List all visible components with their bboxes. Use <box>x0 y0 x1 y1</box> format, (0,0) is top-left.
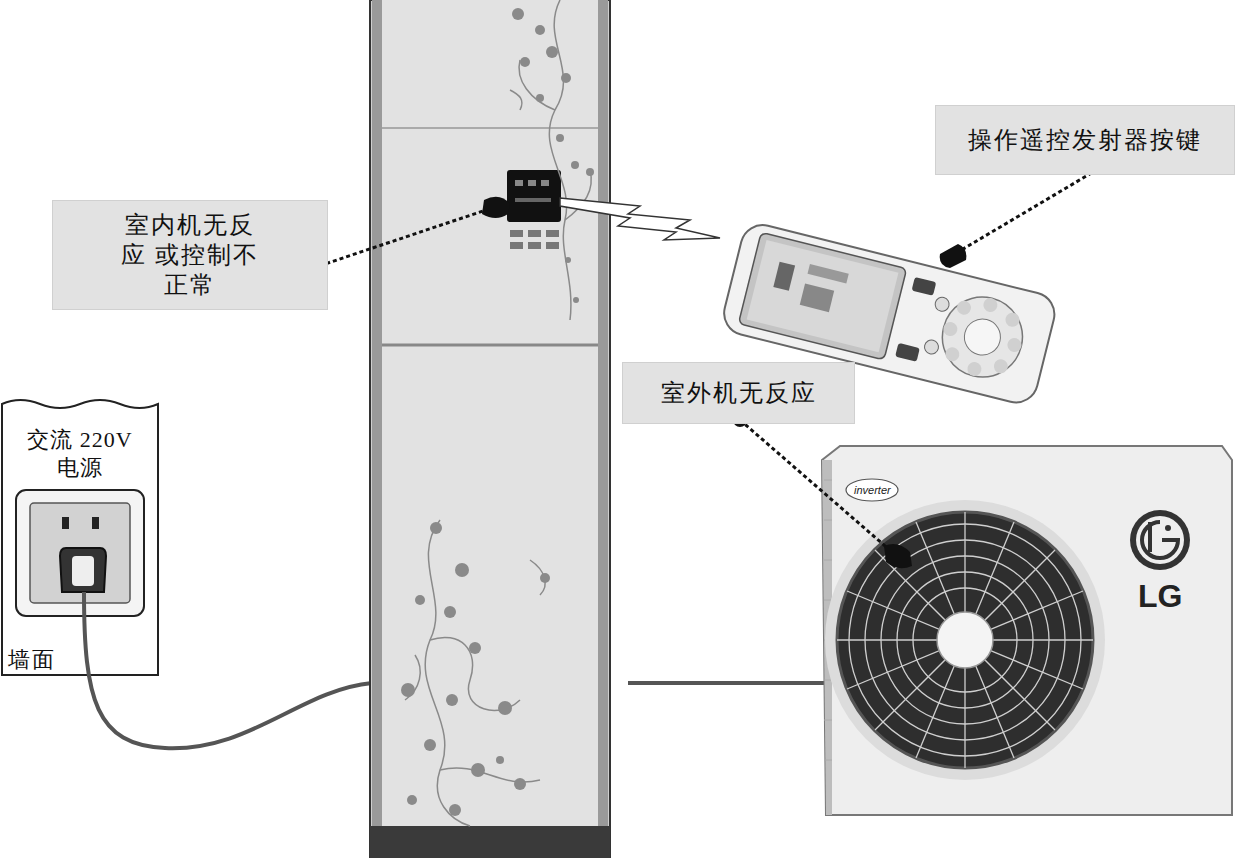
wall-panel: 交流 220V电源墙面 <box>2 404 158 675</box>
outdoor-unit <box>822 446 1232 815</box>
callout-text: 操作遥控发射器按键 <box>968 125 1202 155</box>
ir-signal <box>560 198 720 240</box>
wall-label: 墙面 <box>6 646 58 674</box>
power-cord <box>84 592 372 748</box>
connecting-pipe <box>628 681 844 685</box>
callout-text: 室外机无反应 <box>661 378 817 408</box>
wall-panel <box>2 400 158 675</box>
brand-text: inverter <box>854 485 891 496</box>
brand-logo-text: LG <box>1138 580 1182 612</box>
callout-box: 室内机无反应 或控制不正常 <box>52 200 328 310</box>
callout-text: 室内机无反应 或控制不正常 <box>114 210 265 300</box>
power-label: 交流 220V电源 <box>2 426 158 481</box>
wall-socket <box>16 490 144 616</box>
leader-lines <box>306 155 1117 568</box>
indoor-unit <box>370 0 610 858</box>
callout-box: 室外机无反应 <box>622 362 855 424</box>
callout-box: 操作遥控发射器按键 <box>935 105 1235 175</box>
